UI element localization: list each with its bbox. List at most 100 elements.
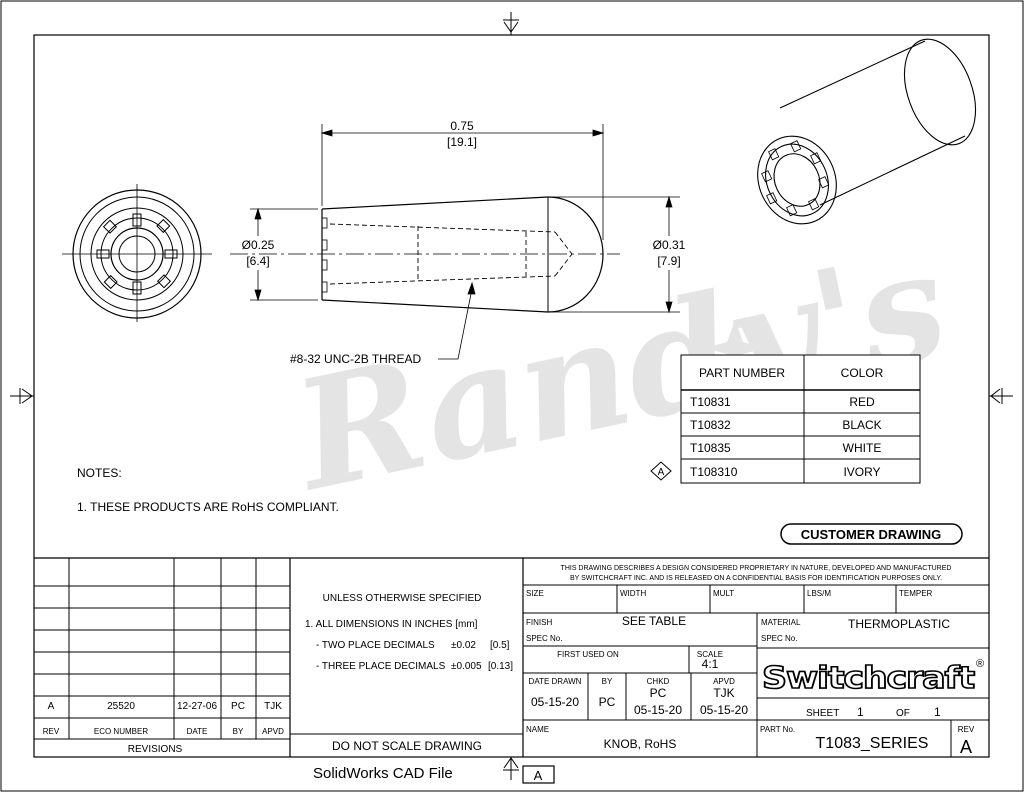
first-used-label: FIRST USED ON [557, 650, 619, 659]
cad-file-label: SolidWorks CAD File [313, 765, 453, 782]
finish-spec-label: SPEC No. [526, 634, 562, 643]
rev-col-by: BY [233, 727, 244, 736]
sheet-value: 1 [857, 705, 864, 719]
scale-value: 4:1 [702, 657, 719, 671]
rev-col-eco: ECO NUMBER [94, 727, 148, 736]
tolerance-two-val: ±0.02 [451, 640, 476, 651]
name-value: KNOB, RoHS [604, 737, 677, 751]
apvd-date: 05-15-20 [700, 703, 748, 717]
customer-drawing-label: CUSTOMER DRAWING [801, 527, 942, 542]
material-label: MATERIAL [761, 618, 801, 627]
dia-right-mm-label: [7.9] [657, 254, 680, 268]
lbs-m-label: LBS/M [807, 589, 831, 598]
chkd-label: CHKD [647, 677, 670, 686]
centering-mark-left [10, 388, 34, 404]
size-label: SIZE [526, 589, 544, 598]
parts-row-part: T10831 [690, 395, 731, 409]
spline-teeth [96, 213, 178, 295]
svg-text:A: A [658, 467, 665, 478]
mult-label: MULT [713, 589, 734, 598]
tolerance-two-label: - TWO PLACE DECIMALS [316, 640, 435, 651]
centering-mark-bottom [503, 757, 519, 780]
rev-entry-apvd: TJK [264, 701, 282, 712]
chkd-date: 05-15-20 [634, 703, 682, 717]
registered-mark: ® [976, 658, 984, 670]
note-item: 1. THESE PRODUCTS ARE RoHS COMPLIANT. [77, 500, 339, 514]
tolerance-three-val: ±0.005 [451, 661, 482, 672]
parts-row-color: WHITE [843, 441, 882, 455]
thread-leader [438, 281, 476, 360]
customer-drawing-badge [780, 523, 963, 545]
apvd-label: APVD [713, 677, 735, 686]
do-not-scale-label: DO NOT SCALE DRAWING [332, 739, 482, 753]
parts-header-part-number: PART NUMBER [699, 366, 785, 380]
part-no-label: PART No. [760, 725, 795, 734]
scale-label: SCALE [697, 650, 723, 659]
parts-row-part: T10835 [690, 441, 731, 455]
length-inch-label: 0.75 [450, 119, 474, 133]
rev-triangle-marker: A [650, 461, 672, 481]
centering-mark-right [989, 388, 1013, 404]
parts-row-color: IVORY [843, 465, 880, 479]
date-drawn-label: DATE DRAWN [529, 677, 582, 686]
rev-entry-by: PC [231, 701, 245, 712]
title-block-grid [34, 557, 989, 757]
isometric-view [757, 38, 977, 225]
tolerance-title: UNLESS OTHERWISE SPECIFIED [323, 593, 482, 604]
tolerance-three-mm: [0.13] [488, 661, 513, 672]
parts-row-part: T10832 [690, 418, 731, 432]
chkd-value: PC [650, 686, 667, 700]
parts-row-color: BLACK [842, 418, 881, 432]
material-value: THERMOPLASTIC [848, 617, 950, 631]
dimension-dia-left [250, 207, 318, 302]
by-label: BY [602, 677, 613, 686]
part-no-value: T1083_SERIES [816, 735, 929, 752]
rev-entry-eco: 25520 [107, 701, 135, 712]
parts-row-part: T108310 [690, 465, 738, 479]
width-label: WIDTH [620, 589, 646, 598]
rev-label: REV [958, 725, 975, 734]
apvd-value: TJK [713, 686, 734, 700]
temper-label: TEMPER [899, 589, 933, 598]
thread-callout: #8-32 UNC-2B THREAD [290, 352, 421, 366]
side-view [230, 196, 620, 313]
dimension-length [320, 124, 605, 240]
parts-table [680, 354, 921, 484]
finish-label: FINISH [526, 618, 552, 627]
proprietary-line2: BY SWITCHCRAFT INC. AND IS RELEASED ON A… [570, 575, 942, 582]
dimension-dia-right [552, 195, 680, 314]
proprietary-line1: THIS DRAWING DESCRIBES A DESIGN CONSIDER… [561, 565, 952, 572]
rev-entry-rev: A [48, 701, 55, 712]
front-view [62, 184, 212, 322]
dia-left-inch-label: Ø0.25 [242, 238, 275, 252]
footer-rev-value: A [534, 768, 543, 783]
centering-mark-top [503, 12, 519, 35]
footer-rev-box [522, 765, 555, 784]
rev-col-apvd: APVD [262, 727, 284, 736]
length-mm-label: [19.1] [447, 135, 477, 149]
finish-value: SEE TABLE [622, 614, 686, 628]
tolerance-two-mm: [0.5] [490, 640, 510, 651]
of-value: 1 [934, 705, 941, 719]
dia-right-inch-label: Ø0.31 [653, 238, 686, 252]
date-drawn-value: 05-15-20 [531, 695, 579, 709]
material-spec-label: SPEC No. [761, 634, 797, 643]
switchcraft-logo: Switchcraft [762, 661, 975, 696]
dia-left-mm-label: [6.4] [246, 254, 269, 268]
revisions-title: REVISIONS [128, 744, 183, 755]
parts-row-color: RED [849, 395, 875, 409]
name-label: NAME [526, 725, 549, 734]
of-label: OF [896, 708, 910, 719]
tolerance-line1: 1. ALL DIMENSIONS IN INCHES [mm] [305, 619, 478, 630]
rev-entry-date: 12-27-06 [177, 701, 217, 712]
by-value: PC [599, 695, 616, 709]
rev-col-rev: REV [43, 727, 60, 736]
notes-title: NOTES: [77, 466, 122, 480]
rev-col-date: DATE [187, 727, 208, 736]
sheet-label: SHEET [806, 708, 839, 719]
tolerance-three-label: - THREE PLACE DECIMALS [316, 661, 446, 672]
parts-header-color: COLOR [841, 366, 884, 380]
